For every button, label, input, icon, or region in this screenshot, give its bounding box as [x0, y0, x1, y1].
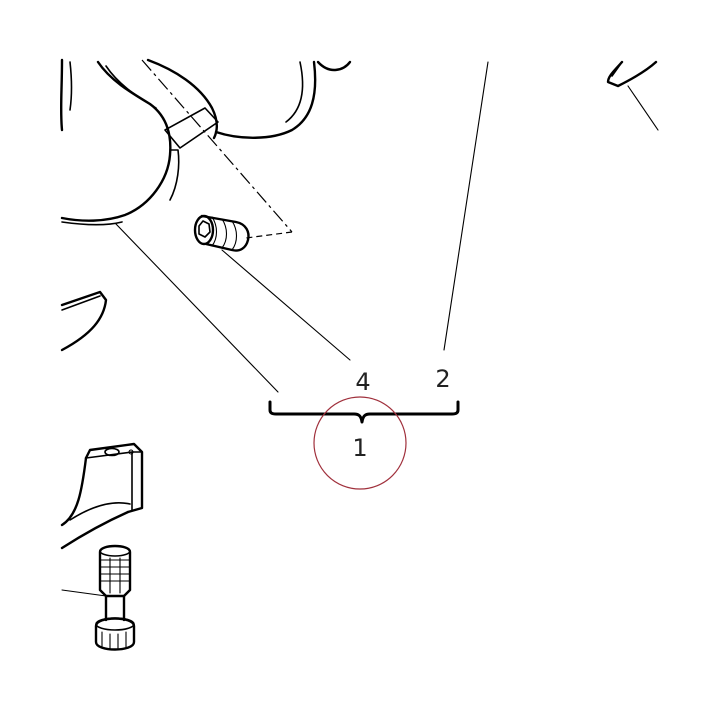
- wedge-piece: [60, 290, 108, 352]
- knurled-screw: [94, 544, 136, 651]
- leader-line-4: [221, 249, 351, 361]
- partial-part-right: [606, 60, 658, 88]
- highlight-circle: [313, 396, 407, 490]
- center-line: [141, 59, 293, 233]
- housing-body: [59, 58, 352, 226]
- callout-2: 2: [435, 365, 450, 393]
- center-line-return: [245, 231, 293, 239]
- callout-4: 4: [355, 368, 370, 396]
- leader-line-1: [115, 223, 279, 393]
- leader-line-2: [443, 61, 489, 351]
- leader-line-right: [627, 85, 659, 131]
- group-brace: [268, 400, 460, 424]
- bracket: [60, 442, 144, 550]
- set-screw: [193, 214, 250, 252]
- leader-line-screw: [61, 589, 107, 597]
- callout-1: 1: [352, 434, 367, 462]
